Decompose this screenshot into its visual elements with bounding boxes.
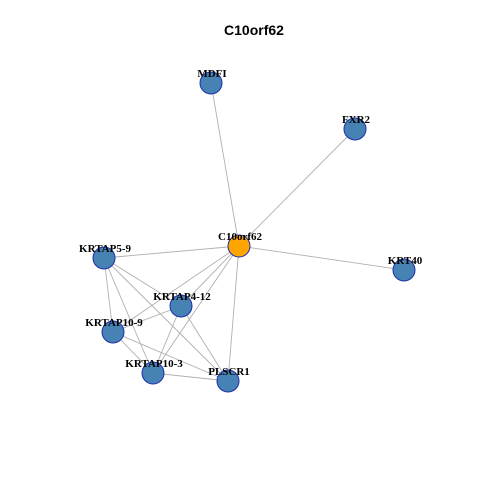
node-krtap10-9 (101, 320, 125, 344)
edge-c10orf62-plscr1 (227, 245, 240, 382)
node-krt40 (392, 258, 416, 282)
node-label-krtap10-3: KRTAP10-3 (125, 358, 183, 370)
edge-c10orf62-krtap10-9 (112, 245, 240, 333)
node-fxr2 (343, 117, 367, 141)
node-c10orf62 (227, 234, 251, 258)
node-label-mdfi: MDFI (197, 68, 226, 80)
node-label-krtap5-9: KRTAP5-9 (79, 243, 131, 255)
node-label-c10orf62: C10orf62 (218, 231, 262, 243)
edge-c10orf62-krtap4-12 (180, 245, 240, 307)
diagram-title: C10orf62 (224, 22, 284, 38)
node-layer (92, 71, 416, 393)
node-plscr1 (216, 369, 240, 393)
edge-c10orf62-mdfi (210, 82, 240, 247)
node-label-krt40: KRT40 (388, 255, 423, 267)
edge-c10orf62-krtap10-3 (152, 245, 240, 374)
node-mdfi (199, 71, 223, 95)
node-label-krtap10-9: KRTAP10-9 (85, 317, 143, 329)
edge-krtap5-9-krtap10-3 (103, 257, 154, 374)
node-label-fxr2: FXR2 (342, 114, 371, 126)
edge-krtap10-9-plscr1 (112, 331, 229, 382)
edge-krtap5-9-krtap4-12 (103, 257, 182, 307)
edge-layer (103, 82, 405, 382)
edge-krtap4-12-krtap10-3 (152, 305, 182, 374)
edge-c10orf62-krt40 (238, 245, 405, 271)
edge-krtap4-12-plscr1 (180, 305, 229, 382)
node-krtap5-9 (92, 246, 116, 270)
node-label-plscr1: PLSCR1 (208, 366, 250, 378)
edge-krtap4-12-krtap10-9 (112, 305, 182, 333)
edge-c10orf62-krtap5-9 (103, 245, 240, 259)
edge-krtap5-9-plscr1 (103, 257, 229, 382)
edge-krtap5-9-krtap10-9 (103, 257, 114, 333)
node-label-krtap4-12: KRTAP4-12 (153, 291, 211, 303)
edge-c10orf62-fxr2 (238, 128, 356, 247)
node-krtap10-3 (141, 361, 165, 385)
node-krtap4-12 (169, 294, 193, 318)
edge-krtap10-3-plscr1 (152, 372, 229, 382)
